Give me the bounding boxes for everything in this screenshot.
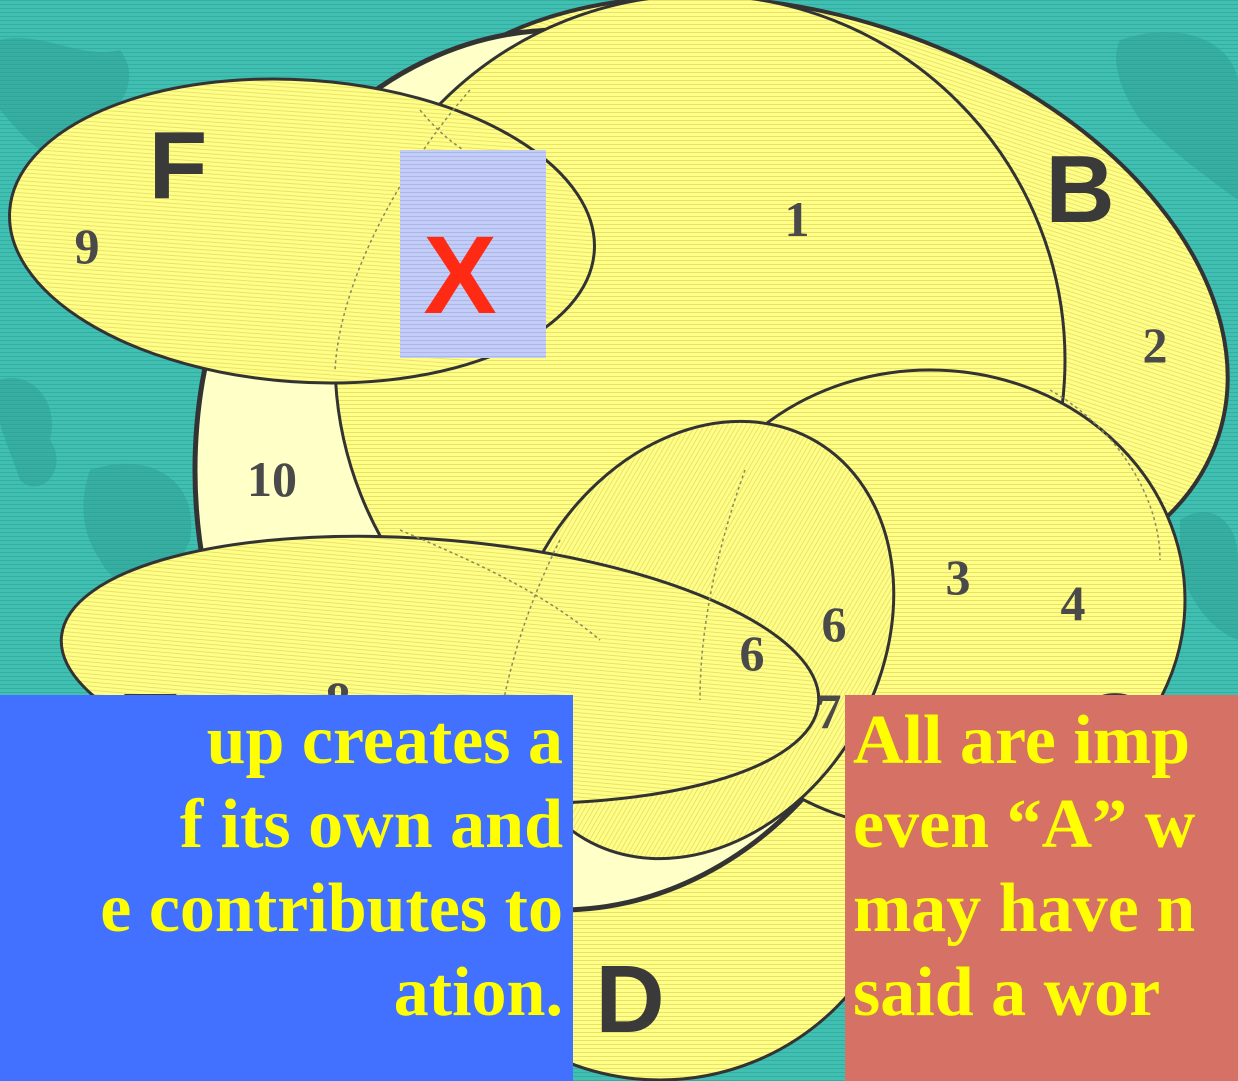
region-6-outer: 6 bbox=[822, 596, 847, 652]
region-7: 7 bbox=[817, 683, 842, 739]
marker-box bbox=[400, 150, 546, 358]
region-6-inner: 6 bbox=[740, 625, 765, 681]
right-callout-text: All are imp even “A” w may have n said a… bbox=[853, 702, 1196, 1031]
marker-x: X bbox=[423, 214, 496, 337]
label-f: F bbox=[149, 112, 208, 219]
region-9: 9 bbox=[75, 218, 100, 274]
region-3: 3 bbox=[946, 549, 971, 605]
left-callout-box: up creates a f its own and e contributes… bbox=[0, 695, 573, 1081]
right-callout-box: All are imp even “A” w may have n said a… bbox=[845, 695, 1238, 1081]
region-4: 4 bbox=[1061, 575, 1086, 631]
region-10: 10 bbox=[247, 451, 297, 507]
left-callout-text: up creates a f its own and e contributes… bbox=[100, 702, 563, 1031]
region-2: 2 bbox=[1143, 317, 1168, 373]
region-1: 1 bbox=[785, 191, 810, 247]
label-d: D bbox=[595, 946, 664, 1053]
label-b: B bbox=[1045, 136, 1114, 243]
